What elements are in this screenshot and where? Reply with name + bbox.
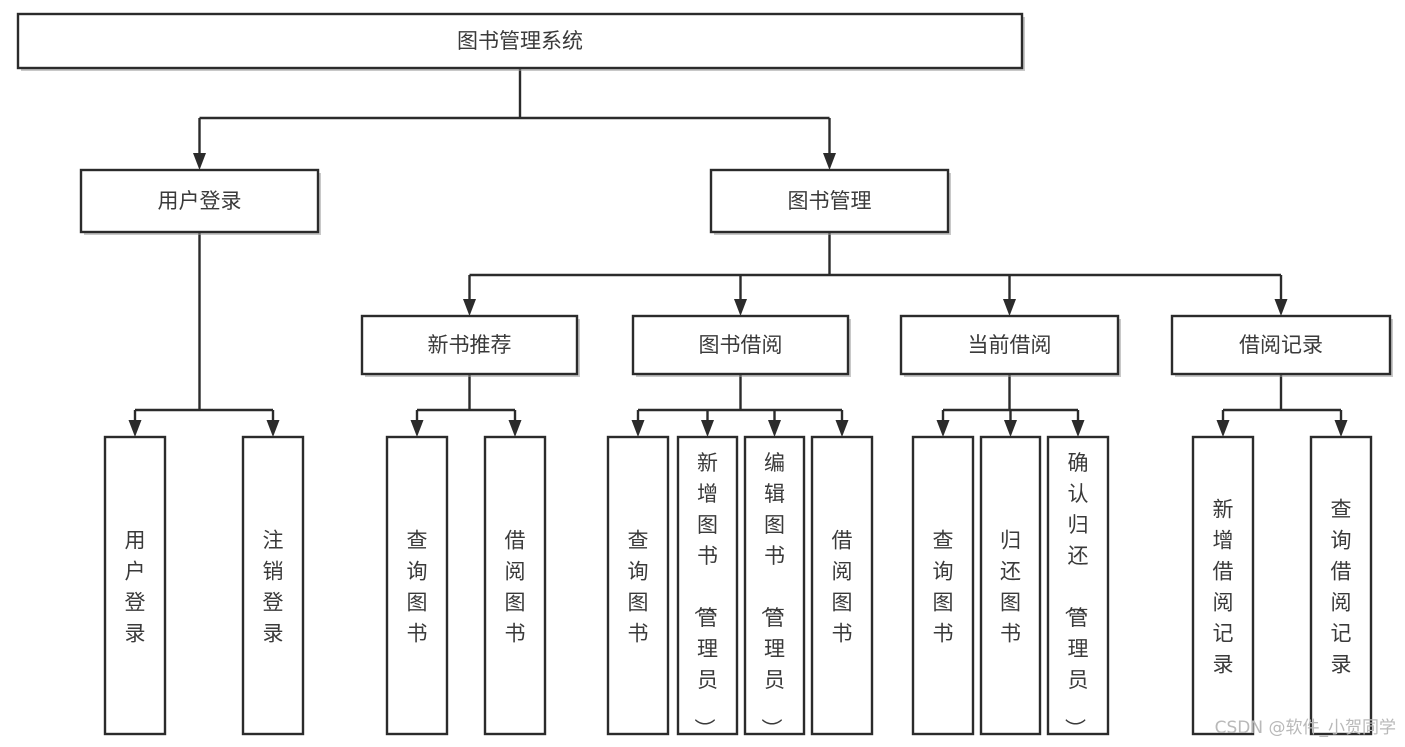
- node-label: 编辑图书（管理员）: [759, 451, 785, 739]
- node-label: 归还图书: [1000, 529, 1021, 646]
- node-rect[interactable]: [911, 435, 975, 736]
- node-rect[interactable]: [606, 435, 670, 736]
- node-rect[interactable]: [483, 435, 547, 736]
- node-leaf-user-login[interactable]: 用户登录: [103, 435, 167, 736]
- edge-arrowhead: [266, 420, 280, 437]
- node-layer: 图书管理系统用户登录图书管理新书推荐图书借阅当前借阅借阅记录用户登录注销登录查询…: [16, 12, 1393, 739]
- edge-arrowhead: [1003, 299, 1016, 316]
- edge-arrowhead: [463, 299, 476, 316]
- node-label: 图书管理: [788, 189, 872, 213]
- edge-arrowhead: [936, 420, 950, 437]
- node-label: 借阅图书: [832, 529, 853, 646]
- node-leaf-logout-login[interactable]: 注销登录: [241, 435, 305, 736]
- csdn-watermark: CSDN @软件_小贺同学: [1215, 718, 1396, 738]
- node-book-borrow[interactable]: 图书借阅: [631, 314, 851, 377]
- node-label: 新增图书（管理员）: [692, 451, 718, 739]
- node-label: 注销登录: [263, 529, 284, 646]
- node-label: 查询图书: [933, 529, 954, 646]
- edge-arrowhead: [1274, 299, 1288, 316]
- node-current-borrow[interactable]: 当前借阅: [899, 314, 1121, 377]
- edge-group-book-manage: [463, 232, 1288, 316]
- node-book-manage[interactable]: 图书管理: [709, 168, 951, 235]
- node-label: 查询图书: [628, 529, 649, 646]
- node-rect[interactable]: [241, 435, 305, 736]
- node-leaf-add-borrow-record[interactable]: 新增借阅记录: [1191, 435, 1255, 736]
- edge-arrowhead: [128, 420, 142, 437]
- edge-arrowhead: [410, 420, 424, 437]
- edge-arrowhead: [1334, 420, 1348, 437]
- node-rect[interactable]: [899, 314, 1120, 376]
- edge-group-new-book-recommend: [410, 374, 522, 437]
- node-rect[interactable]: [1191, 435, 1255, 736]
- node-rect[interactable]: [709, 168, 950, 234]
- node-label: 确认归还（管理员）: [1063, 451, 1089, 739]
- node-rect[interactable]: [79, 168, 320, 234]
- node-label: 用户登录: [125, 529, 146, 646]
- node-user-login[interactable]: 用户登录: [79, 168, 321, 235]
- edge-arrowhead: [508, 420, 522, 437]
- node-rect[interactable]: [16, 12, 1024, 70]
- node-leaf-confirm-return-admin[interactable]: 确认归还（管理员）: [1046, 435, 1110, 739]
- node-leaf-query-book-2[interactable]: 查询图书: [606, 435, 670, 736]
- edge-group-root: [193, 68, 836, 170]
- edge-arrowhead: [1071, 420, 1085, 437]
- node-rect[interactable]: [103, 435, 167, 736]
- node-label: 新书推荐: [428, 333, 512, 357]
- node-leaf-query-book-1[interactable]: 查询图书: [385, 435, 449, 736]
- edge-layer: [128, 68, 1348, 437]
- node-leaf-borrow-book-2[interactable]: 借阅图书: [810, 435, 874, 736]
- edge-arrowhead: [768, 420, 781, 437]
- node-rect[interactable]: [676, 435, 739, 736]
- node-label: 当前借阅: [968, 333, 1052, 357]
- node-label: 图书借阅: [699, 333, 783, 357]
- node-leaf-add-book-admin[interactable]: 新增图书（管理员）: [676, 435, 739, 739]
- node-leaf-return-book[interactable]: 归还图书: [979, 435, 1042, 736]
- edge-group-current-borrow: [936, 374, 1085, 437]
- edge-arrowhead: [1004, 420, 1017, 437]
- node-rect[interactable]: [631, 314, 850, 376]
- edge-group-user-login: [128, 232, 280, 437]
- edge-arrowhead: [631, 420, 645, 437]
- node-rect[interactable]: [385, 435, 449, 736]
- node-rect[interactable]: [1309, 435, 1373, 736]
- node-label: 借阅记录: [1239, 333, 1323, 357]
- node-label: 用户登录: [158, 189, 242, 213]
- edge-arrowhead: [823, 153, 836, 170]
- node-rect[interactable]: [1170, 314, 1392, 376]
- node-root[interactable]: 图书管理系统: [16, 12, 1025, 71]
- edge-arrowhead: [193, 153, 206, 170]
- node-rect[interactable]: [1046, 435, 1110, 736]
- node-label: 借阅图书: [505, 529, 526, 646]
- watermark-layer: CSDN @软件_小贺同学: [1215, 718, 1396, 738]
- node-new-book-recommend[interactable]: 新书推荐: [360, 314, 580, 377]
- node-label: 查询借阅记录: [1331, 498, 1352, 677]
- edge-group-book-borrow: [631, 374, 849, 437]
- node-leaf-borrow-book-1[interactable]: 借阅图书: [483, 435, 547, 736]
- edge-arrowhead: [734, 299, 747, 316]
- node-rect[interactable]: [743, 435, 806, 736]
- node-leaf-query-borrow-record[interactable]: 查询借阅记录: [1309, 435, 1373, 736]
- edge-arrowhead: [835, 420, 849, 437]
- node-rect[interactable]: [810, 435, 874, 736]
- node-label: 图书管理系统: [457, 29, 583, 53]
- node-label: 新增借阅记录: [1213, 498, 1234, 677]
- node-leaf-query-book-3[interactable]: 查询图书: [911, 435, 975, 736]
- edge-arrowhead: [701, 420, 714, 437]
- node-label: 查询图书: [407, 529, 428, 646]
- node-rect[interactable]: [360, 314, 579, 376]
- node-borrow-record[interactable]: 借阅记录: [1170, 314, 1393, 377]
- edge-arrowhead: [1216, 420, 1230, 437]
- node-leaf-edit-book-admin[interactable]: 编辑图书（管理员）: [743, 435, 806, 739]
- node-rect[interactable]: [979, 435, 1042, 736]
- edge-group-borrow-record: [1216, 374, 1348, 437]
